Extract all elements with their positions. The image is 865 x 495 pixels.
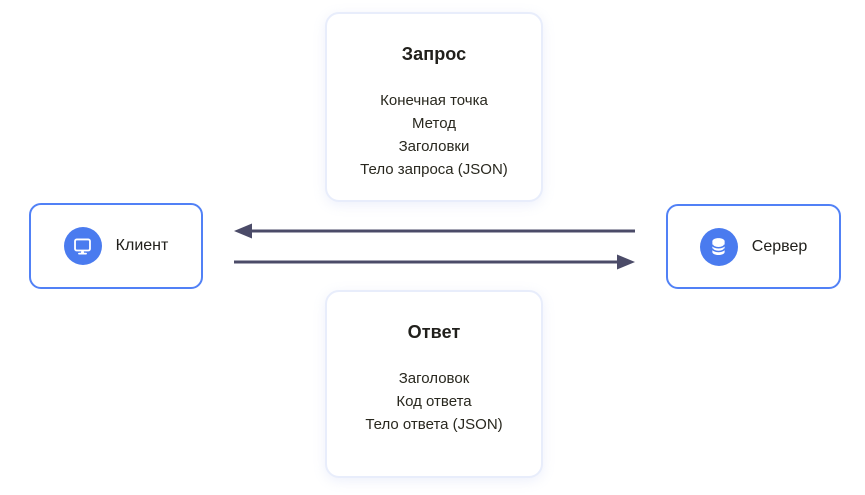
request-card-title: Запрос: [401, 44, 467, 64]
arrow-client-to-server: [234, 254, 635, 270]
arrow-server-to-client: [234, 223, 635, 239]
request-response-arrows: [234, 223, 635, 270]
response-card-title: Ответ: [407, 322, 461, 342]
client-node: Клиент: [29, 203, 203, 289]
request-item-headers: Заголовки: [398, 138, 470, 155]
request-item-endpoint: Конечная точка: [380, 92, 488, 109]
request-item-body: Тело запроса (JSON): [360, 161, 508, 178]
client-node-label: Клиент: [115, 237, 169, 254]
request-card: Запрос Конечная точка Метод Заголовки Те…: [325, 12, 543, 202]
request-item-method: Метод: [412, 115, 456, 132]
server-node-label: Сервер: [751, 237, 808, 255]
response-card-items: Заголовок Код ответа Тело ответа (JSON): [365, 367, 502, 436]
database-icon: [699, 227, 738, 266]
monitor-icon: [63, 227, 102, 265]
request-card-items: Конечная точка Метод Заголовки Тело запр…: [360, 89, 508, 181]
response-item-header: Заголовок: [398, 370, 470, 387]
response-card: Ответ Заголовок Код ответа Тело ответа (…: [325, 290, 543, 478]
response-item-code: Код ответа: [396, 393, 472, 410]
response-item-body: Тело ответа (JSON): [365, 416, 503, 433]
server-node: Сервер: [666, 204, 841, 289]
